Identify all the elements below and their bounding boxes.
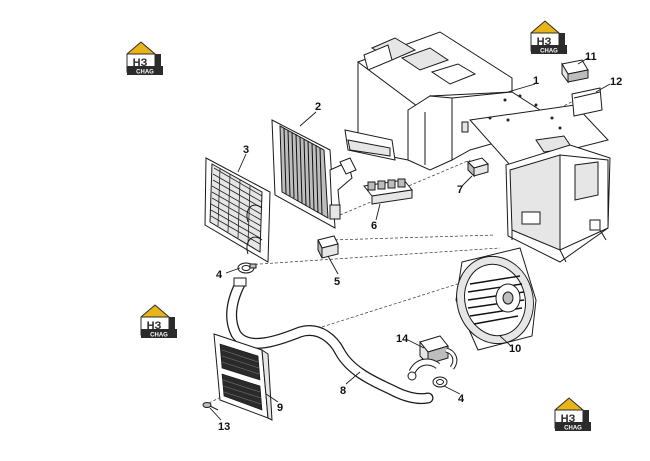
callout-8: 8 [340,385,346,397]
callout-13: 13 [218,421,230,433]
callout-4b: 4 [458,393,465,405]
brand-logo-top-left: НЗ CHAG [126,41,164,76]
brand-logo-top-right: НЗ CHAG [530,20,568,55]
logo-subtext: CHAG [564,426,582,432]
part-4-clamp-left [237,262,257,274]
callout-9: 9 [277,402,283,414]
callout-7: 7 [457,184,463,196]
logo-subtext: CHAG [150,333,168,339]
logo-letters: НЗ [147,320,162,332]
callout-3: 3 [243,144,249,156]
callout-12: 12 [610,76,622,88]
brand-logo-mid-left: НЗ CHAG [140,304,178,339]
part-8-hose [226,277,434,405]
logo-letters: НЗ [133,57,148,69]
logo-subtext: CHAG [136,70,154,76]
logo-subtext: CHAG [540,49,558,55]
heater-housing [344,31,609,171]
part-2-evaporator [271,119,357,229]
callout-numbers: 1 2 3 4 4 5 6 7 8 9 10 11 12 13 14 [216,51,622,433]
callout-4a: 4 [216,269,223,281]
part-9-air-filter [213,333,273,421]
part-10-blower-fan [455,247,537,351]
part-5-valve [317,235,339,259]
part-11-connector [561,59,589,84]
part-12-plate [571,87,603,117]
part-14-water-valve [407,335,458,381]
brand-logo-bottom-right: НЗ CHAG [554,397,592,432]
callout-14: 14 [396,333,409,345]
fan-box [505,144,611,263]
part-4-clamp-right [432,376,448,388]
callout-2: 2 [315,101,321,113]
part-7-switch [467,157,489,178]
callout-10: 10 [509,343,521,355]
logo-letters: НЗ [561,413,576,425]
callout-6: 6 [371,220,377,232]
callout-11: 11 [585,51,597,63]
part-13-screw [202,402,219,411]
part-3-heater-core [204,157,271,263]
logo-letters: НЗ [537,36,552,48]
callout-5: 5 [334,276,340,288]
leader-lines [209,57,611,421]
part-6-resistor-block [363,178,413,205]
callout-1: 1 [533,75,539,87]
